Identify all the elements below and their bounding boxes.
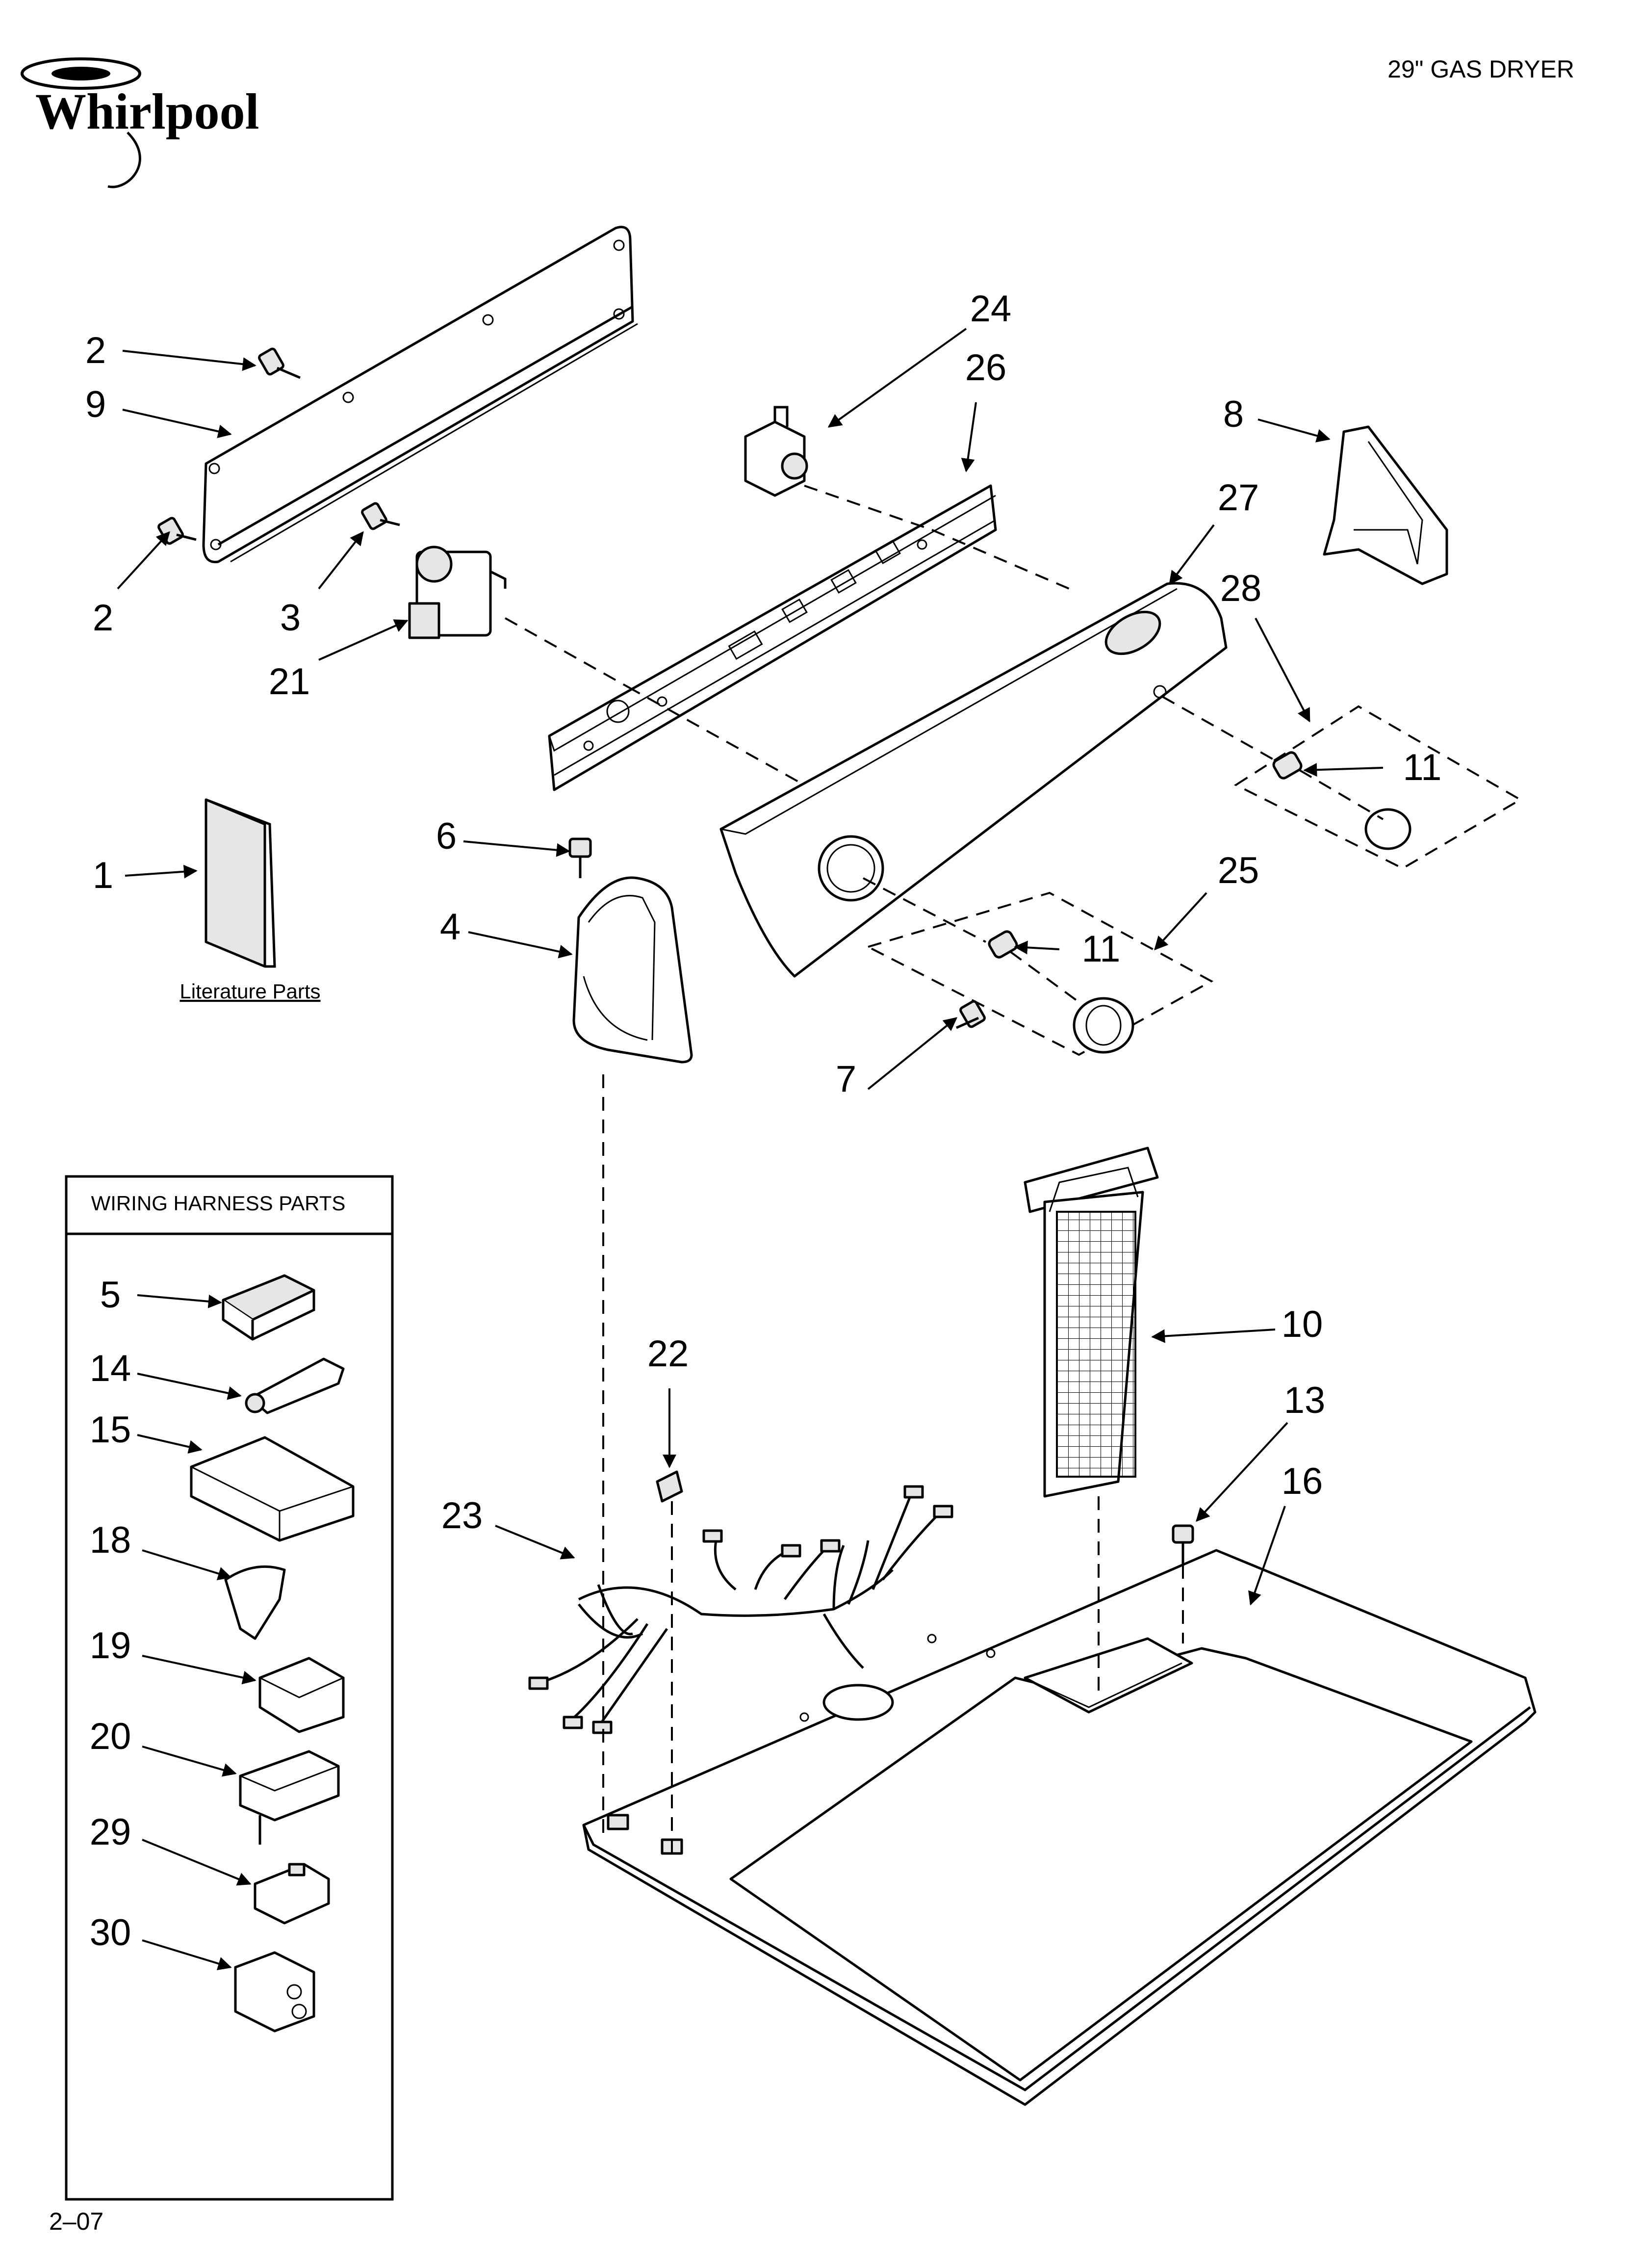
- cycle-selector: [744, 406, 808, 497]
- wiring-harness-box: [65, 1175, 394, 2201]
- model-title: 29" GAS DRYER: [1387, 55, 1574, 83]
- callout-3: 3: [280, 597, 301, 639]
- callout-14: 14: [90, 1348, 131, 1389]
- console-bracket: [548, 484, 997, 791]
- screw-icon: [1172, 1524, 1194, 1565]
- page-code: 2–07: [49, 2208, 103, 2235]
- callout-2: 2: [85, 330, 106, 371]
- callout-8: 8: [1223, 393, 1244, 435]
- callout-18: 18: [90, 1519, 131, 1561]
- screw-icon: [955, 1000, 986, 1029]
- console-endcap: [1323, 425, 1448, 585]
- callout-19: 19: [90, 1625, 131, 1667]
- harness-clip: [656, 1470, 683, 1503]
- callout-26: 26: [965, 347, 1007, 389]
- console-panel: [719, 582, 1228, 978]
- console-back-panel: [202, 226, 638, 564]
- callout-20: 20: [90, 1716, 131, 1757]
- connector-20: [239, 1750, 340, 1845]
- callout-11: 11: [1403, 747, 1442, 788]
- callout-22: 22: [647, 1333, 689, 1375]
- callout-21: 21: [269, 661, 310, 703]
- callout-25: 25: [1218, 850, 1259, 891]
- terminal-14: [245, 1357, 345, 1414]
- connector-19: [258, 1657, 345, 1733]
- callout-24: 24: [970, 288, 1012, 330]
- callout-29: 29: [90, 1811, 131, 1853]
- callout-23: 23: [441, 1495, 483, 1537]
- callout-6: 6: [436, 815, 457, 857]
- brand-wordmark: Whirlpool: [35, 83, 259, 140]
- logo-swash-icon: [107, 131, 141, 188]
- literature-manual: [205, 798, 276, 968]
- wiring-harness-title: WIRING HARNESS PARTS: [91, 1192, 346, 1215]
- callout-7: 7: [836, 1058, 856, 1100]
- callout-13: 13: [1284, 1380, 1326, 1421]
- connector-18: [224, 1565, 286, 1640]
- screw-icon: [258, 347, 301, 379]
- screw-icon: [157, 517, 197, 545]
- lint-screen: [1024, 1147, 1159, 1498]
- knob-group: [865, 705, 1522, 1056]
- timer-switch: [408, 546, 507, 639]
- air-duct: [572, 876, 693, 1064]
- callout-27: 27: [1218, 477, 1259, 519]
- callout-10: 10: [1282, 1303, 1323, 1345]
- connector-30: [234, 1951, 315, 2033]
- callout-28: 28: [1220, 568, 1262, 609]
- connector-29: [254, 1863, 330, 1925]
- callout-9: 9: [85, 384, 106, 425]
- callout-16: 16: [1282, 1460, 1323, 1502]
- callout-30: 30: [90, 1912, 131, 1954]
- wire-harness: [528, 1485, 953, 1734]
- callout-15: 15: [90, 1409, 131, 1451]
- callout-11: 11: [1082, 928, 1121, 970]
- callout-5: 5: [100, 1274, 121, 1316]
- literature-parts-label: Literature Parts: [180, 980, 320, 1003]
- callout-1: 1: [93, 855, 113, 896]
- dryer-top: [582, 1549, 1537, 2106]
- whirlpool-logo: Whirlpool: [21, 57, 259, 188]
- callout-2: 2: [93, 597, 113, 639]
- connector-5: [222, 1274, 315, 1341]
- connector-15: [190, 1436, 355, 1542]
- screw-icon: [568, 837, 592, 878]
- screw-icon: [361, 502, 400, 530]
- callout-4: 4: [440, 906, 461, 948]
